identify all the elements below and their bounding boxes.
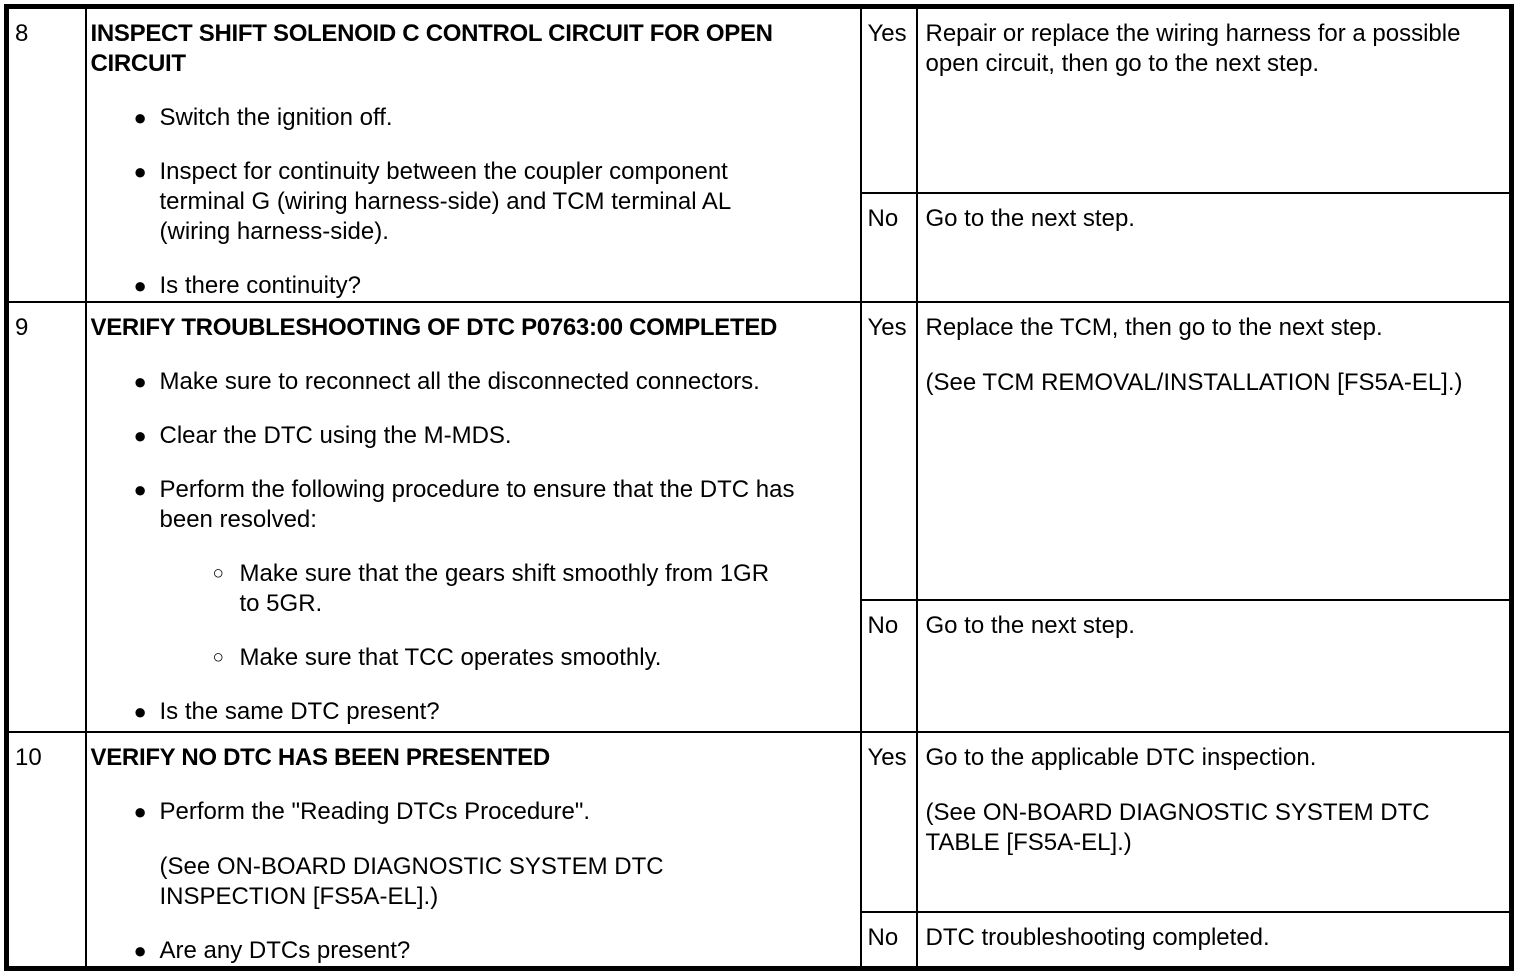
- bullet-text: Clear the DTC using the M-MDS.: [159, 422, 512, 449]
- no-action-cell: DTC troubleshooting completed.: [915, 911, 1513, 970]
- no-label-cell: No: [859, 192, 918, 303]
- bullet-text: Perform the "Reading DTCs Procedure".: [159, 798, 591, 825]
- yes-action-cell: Go to the applicable DTC inspection. (Se…: [915, 730, 1513, 914]
- table-row-step9-yes: 9 VERIFY TROUBLESHOOTING OF DTC P0763:00…: [5, 301, 1513, 733]
- subbullet-icon: ○: [212, 563, 224, 584]
- dtc-troubleshooting-table: 8 INSPECT SHIFT SOLENOID C CONTROL CIRCU…: [4, 4, 1514, 971]
- action-text: Go to the next step.: [925, 205, 1135, 233]
- step-number: 9: [5, 301, 87, 733]
- bullet-text: Is the same DTC present?: [159, 698, 440, 725]
- sub-list-item: ○ Make sure that the gears shift smoothl…: [91, 559, 854, 619]
- step-title: VERIFY TROUBLESHOOTING OF DTC P0763:00 C…: [90, 314, 778, 341]
- table-row-step8-yes: 8 INSPECT SHIFT SOLENOID C CONTROL CIRCU…: [5, 5, 1513, 303]
- list-item: ● Perform the "Reading DTCs Procedure". …: [91, 797, 854, 912]
- action-text: Go to the next step.: [925, 612, 1135, 639]
- bullet-icon: ●: [133, 799, 147, 824]
- bullet-icon: ●: [133, 938, 147, 963]
- list-item: ● Is there continuity?: [91, 271, 854, 300]
- bullet-icon: ●: [133, 423, 147, 448]
- bullet-text: Inspect for continuity between the coupl…: [159, 158, 732, 245]
- sub-list-item: ○ Make sure that TCC operates smoothly.: [91, 643, 854, 673]
- bullet-text: Switch the ignition off.: [159, 104, 393, 131]
- bullet-text: Are any DTCs present?: [159, 937, 411, 964]
- list-item: ● Clear the DTC using the M-MDS.: [91, 421, 854, 451]
- table-row-step10-no: No DTC troubleshooting completed.: [7, 911, 1513, 970]
- see-reference: (See ON-BOARD DIAGNOSTIC SYSTEM DTC TABL…: [925, 799, 1430, 856]
- step10-description-cell: VERIFY NO DTC HAS BEEN PRESENTED ● Perfo…: [84, 731, 862, 970]
- step8-description-cell: INSPECT SHIFT SOLENOID C CONTROL CIRCUIT…: [84, 5, 862, 303]
- step-number: 10: [5, 731, 87, 970]
- no-label-cell: No: [859, 911, 918, 970]
- bullet-icon: ●: [133, 159, 147, 184]
- step-title: VERIFY NO DTC HAS BEEN PRESENTED: [90, 744, 551, 771]
- no-label-cell: No: [859, 599, 918, 733]
- action-text: Go to the applicable DTC inspection.: [925, 744, 1317, 771]
- bullet-icon: ●: [133, 273, 147, 298]
- yes-action-cell: Repair or replace the wiring harness for…: [915, 5, 1513, 195]
- subbullet-text: Make sure that TCC operates smoothly.: [239, 644, 662, 671]
- step-number: 8: [5, 5, 87, 303]
- yes-label-cell: Yes: [859, 5, 918, 195]
- list-item: ● Inspect for continuity between the cou…: [91, 157, 854, 247]
- list-item: ● Are any DTCs present?: [91, 936, 854, 966]
- bullet-icon: ●: [133, 369, 147, 394]
- list-item: ● Make sure to reconnect all the disconn…: [91, 367, 854, 397]
- table-row-step10-yes: 10 VERIFY NO DTC HAS BEEN PRESENTED ● Pe…: [5, 730, 1513, 970]
- yes-label-cell: Yes: [859, 730, 918, 914]
- step-title: INSPECT SHIFT SOLENOID C CONTROL CIRCUIT…: [90, 20, 774, 77]
- bullet-icon: ●: [133, 477, 147, 502]
- action-text: Repair or replace the wiring harness for…: [925, 20, 1461, 77]
- yes-label-cell: Yes: [859, 301, 918, 601]
- bullet-icon: ●: [133, 105, 147, 130]
- bullet-text: Make sure to reconnect all the disconnec…: [159, 368, 760, 395]
- see-reference: (See ON-BOARD DIAGNOSTIC SYSTEM DTC INSP…: [159, 853, 664, 910]
- bullet-text: Perform the following procedure to ensur…: [159, 476, 795, 533]
- action-text: DTC troubleshooting completed.: [925, 924, 1270, 952]
- table-row-step9-no: No Go to the next step.: [7, 599, 1513, 733]
- subbullet-text: Make sure that the gears shift smoothly …: [239, 560, 770, 617]
- subbullet-icon: ○: [212, 647, 224, 668]
- table-row-step8-no: No Go to the next step.: [7, 192, 1513, 303]
- no-action-cell: Go to the next step.: [915, 192, 1513, 303]
- no-action-cell: Go to the next step.: [915, 599, 1513, 733]
- yes-action-cell: Replace the TCM, then go to the next ste…: [915, 301, 1513, 601]
- see-reference: (See TCM REMOVAL/INSTALLATION [FS5A-EL].…: [925, 369, 1463, 396]
- list-item: ● Perform the following procedure to ens…: [91, 475, 854, 535]
- list-item: ● Is the same DTC present?: [91, 697, 854, 727]
- list-item: ● Switch the ignition off.: [91, 103, 854, 133]
- action-text: Replace the TCM, then go to the next ste…: [925, 314, 1383, 341]
- bullet-icon: ●: [133, 699, 147, 724]
- bullet-text: Is there continuity?: [159, 272, 361, 299]
- step9-description-cell: VERIFY TROUBLESHOOTING OF DTC P0763:00 C…: [84, 301, 862, 733]
